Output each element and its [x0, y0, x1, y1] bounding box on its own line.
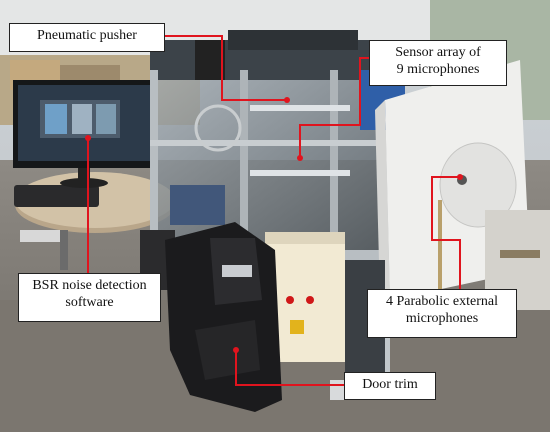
pneumatic-pusher-text: Pneumatic pusher	[37, 28, 137, 43]
bsr-software-text-line2: software	[65, 295, 114, 310]
parabolic-mics-text-line2: microphones	[405, 311, 479, 326]
door-trim-label: Door trim	[344, 372, 436, 400]
bsr-software-text-line1: BSR noise detection	[32, 278, 147, 293]
parabolic-mics-text-line1: 4 Parabolic external	[386, 294, 498, 309]
sensor-array-text-line2: 9 microphones	[396, 62, 480, 77]
sensor-array-label: Sensor array of 9 microphones	[369, 40, 507, 86]
pneumatic-pusher-label: Pneumatic pusher	[9, 23, 165, 52]
parabolic-mics-label: 4 Parabolic external microphones	[367, 289, 517, 338]
sensor-array-text-line1: Sensor array of	[395, 45, 481, 60]
door-trim-text: Door trim	[362, 377, 418, 392]
bsr-software-label: BSR noise detection software	[18, 273, 161, 322]
